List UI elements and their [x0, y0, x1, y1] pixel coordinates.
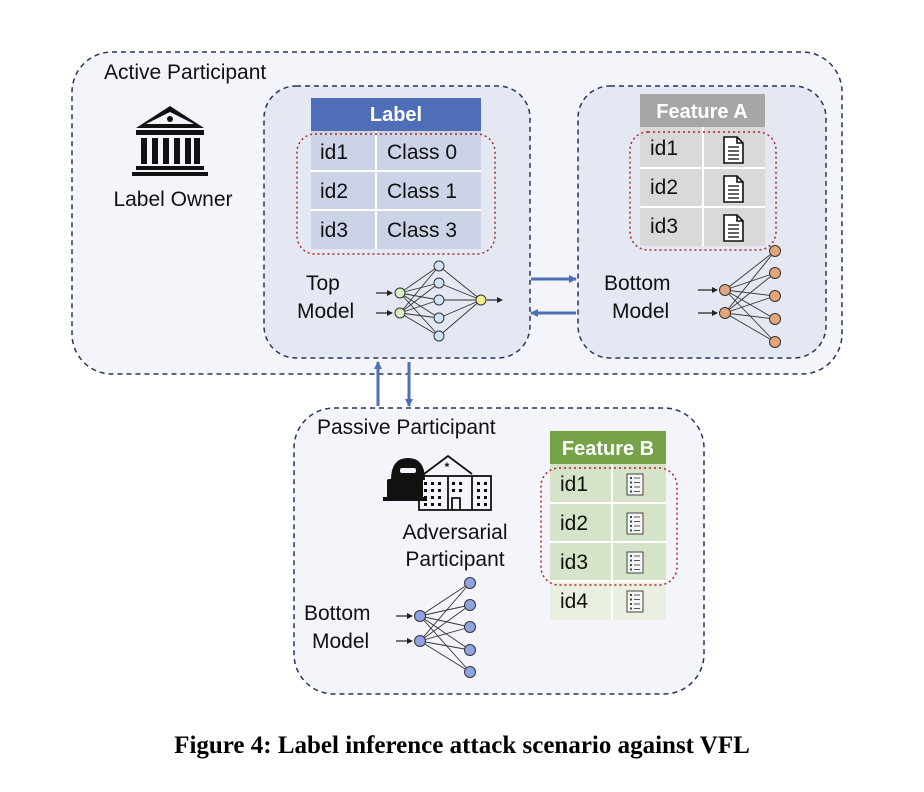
list-document-icon — [626, 551, 644, 574]
feature-b-table-extra-row — [550, 581, 666, 620]
label-row-1-id: id1 — [320, 141, 348, 164]
svg-text:*: * — [445, 460, 450, 474]
label-table-body — [311, 131, 481, 249]
label-row-2-id: id2 — [320, 180, 348, 203]
adversarial-participant-text-line2: Participant — [405, 548, 504, 571]
vfl-diagram: Active Participant Label Owner Label id1… — [71, 51, 843, 695]
feature-a-highlight — [629, 131, 777, 251]
passive-bottom-model-text-line2: Model — [312, 630, 369, 653]
passive-bottom-model-network — [396, 577, 476, 678]
label-owner-text: Label Owner — [113, 188, 232, 211]
label-table-highlight — [296, 133, 496, 255]
feature-a-header-text: Feature A — [656, 101, 748, 123]
hacker-building-icon: * — [383, 454, 492, 511]
passive-bottom-model-text-line1: Bottom — [304, 602, 371, 625]
top-model-text-line2: Model — [297, 300, 354, 323]
label-table-header — [311, 98, 481, 131]
feature-b-row-1-id: id1 — [560, 473, 588, 496]
document-icon — [723, 175, 744, 203]
figure-caption: Figure 4: Label inference attack scenari… — [174, 732, 750, 759]
label-row-1-class: Class 0 — [387, 141, 457, 164]
top-model-network — [376, 260, 503, 342]
list-document-icon — [626, 473, 644, 496]
feature-b-highlight — [540, 467, 678, 586]
feature-a-row-1-id: id1 — [650, 137, 678, 160]
document-icon — [723, 214, 744, 242]
label-row-2-class: Class 1 — [387, 180, 457, 203]
feature-b-row-2-id: id2 — [560, 512, 588, 535]
list-document-icon — [626, 590, 644, 613]
feature-b-row-4-id: id4 — [560, 590, 588, 613]
active-participant-title: Active Participant — [104, 61, 266, 84]
feature-b-header — [550, 431, 666, 464]
feature-a-row-2-id: id2 — [650, 176, 678, 199]
active-bottom-model-text-line2: Model — [612, 300, 669, 323]
label-table-header-text: Label — [370, 104, 422, 126]
active-bottom-model-text-line1: Bottom — [604, 272, 671, 295]
feature-b-row-3-id: id3 — [560, 551, 588, 574]
feature-a-row-3-id: id3 — [650, 215, 678, 238]
bank-icon — [132, 106, 208, 176]
document-icon — [723, 136, 744, 164]
passive-participant-title: Passive Participant — [317, 416, 496, 439]
feature-b-table-body — [550, 464, 666, 581]
active-bottom-model-network — [698, 245, 781, 348]
label-row-3-id: id3 — [320, 219, 348, 242]
feature-b-header-text: Feature B — [562, 438, 654, 460]
top-model-text-line1: Top — [306, 272, 340, 295]
label-row-3-class: Class 3 — [387, 219, 457, 242]
list-document-icon — [626, 512, 644, 535]
feature-a-header — [640, 94, 765, 127]
adversarial-participant-text-line1: Adversarial — [402, 521, 507, 544]
